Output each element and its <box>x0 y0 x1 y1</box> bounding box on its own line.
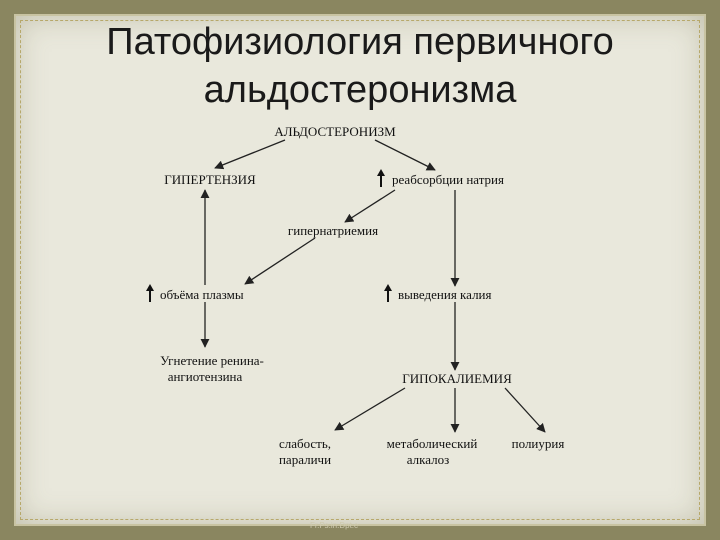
edge-aldo-hypertension <box>214 139 286 170</box>
edge-sodium-hypernatremia <box>344 189 396 223</box>
node-sodium-reabsorption: реабсорбции натрия <box>392 172 504 187</box>
node-renin-line-2: ангиотензина <box>168 369 243 384</box>
slide-title: Патофизиология первичного альдостеронизм… <box>0 18 720 114</box>
node-hypertension: ГИПЕРТЕНЗИЯ <box>164 172 256 187</box>
footer-watermark: Fr.Ps.in.Dpt.c <box>310 521 359 530</box>
node-alkalosis-line-1: метаболический <box>387 436 478 451</box>
edge-hypernatremia-volume <box>244 237 316 285</box>
title-line-1: Патофизиология первичного <box>106 21 614 63</box>
node-aldosteronism: АЛЬДОСТЕРОНИЗМ <box>274 124 396 139</box>
edge-hypokalemia-weakness <box>334 387 406 431</box>
node-potassium-excretion: выведения калия <box>398 287 492 302</box>
increase-icon <box>146 284 154 302</box>
edge-aldo-sodium <box>374 139 436 171</box>
node-hypokalemia: ГИПОКАЛИЕМИЯ <box>402 371 512 386</box>
node-hypernatremia: гипернатриемия <box>288 223 378 238</box>
node-alkalosis-line-2: алкалоз <box>407 452 450 467</box>
node-renin-line-1: Угнетение ренина- <box>160 353 264 368</box>
node-plasma-volume: объёма плазмы <box>160 287 244 302</box>
node-weakness-line-1: слабость, <box>279 436 331 451</box>
increase-icon <box>377 169 385 187</box>
increase-icon <box>384 284 392 302</box>
title-line-2: альдостеронизма <box>203 69 517 111</box>
edge-hypokalemia-polyuria <box>504 387 546 433</box>
node-weakness-line-2: параличи <box>279 452 331 467</box>
node-polyuria: полиурия <box>512 436 565 451</box>
